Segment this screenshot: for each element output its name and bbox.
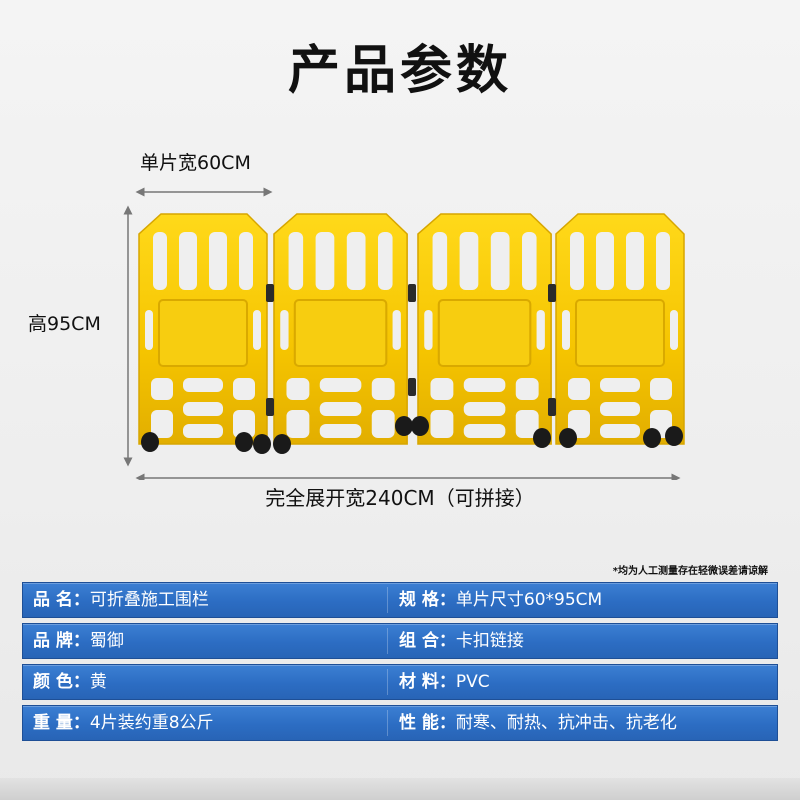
spec-value: 可折叠施工围栏: [89, 590, 209, 610]
spec-value: 4片装约重8公斤: [89, 713, 214, 733]
total-width-dimension-label: 完全展开宽240CM（可拼接）: [265, 486, 535, 510]
spec-key: 重 量：: [33, 713, 90, 733]
spec-key: 品 牌：: [33, 631, 90, 651]
barrier-panel: [555, 213, 685, 445]
spec-value: 单片尺寸60*95CM: [455, 590, 603, 610]
spec-row: 品 牌：蜀御 组 合：卡扣链接: [22, 623, 778, 659]
height-dimension-label: 高95CM: [28, 313, 101, 335]
spec-table: 品 名：可折叠施工围栏 规 格：单片尺寸60*95CM 品 牌：蜀御 组 合：卡…: [22, 582, 778, 746]
spec-key: 材 料：: [399, 672, 456, 692]
spec-row: 颜 色：黄 材 料：PVC: [22, 664, 778, 700]
spec-value: 耐寒、耐热、抗冲击、抗老化: [455, 713, 677, 733]
barrier-panel: [416, 212, 553, 446]
spec-value: PVC: [455, 672, 490, 692]
barrier-panel: [138, 213, 268, 445]
spec-key: 品 名：: [33, 590, 90, 610]
wheels: [141, 416, 683, 454]
spec-row: 品 名：可折叠施工围栏 规 格：单片尺寸60*95CM: [22, 582, 778, 618]
spec-key: 组 合：: [399, 631, 456, 651]
spec-value: 蜀御: [89, 631, 124, 651]
spec-key: 规 格：: [399, 590, 456, 610]
page-title: 产品参数: [287, 41, 512, 101]
bottom-strip: [0, 778, 800, 800]
spec-value: 卡扣链接: [455, 631, 524, 651]
barrier-product-image: [123, 187, 685, 480]
spec-key: 性 能：: [399, 713, 456, 733]
width-dimension-label: 单片宽60CM: [140, 152, 251, 174]
spec-row: 重 量：4片装约重8公斤 性 能：耐寒、耐热、抗冲击、抗老化: [22, 705, 778, 741]
barrier-panel: [272, 212, 409, 446]
spec-key: 颜 色：: [33, 672, 90, 692]
measurement-note: *均为人工测量存在轻微误差请谅解: [612, 566, 768, 577]
hinge-clips: [266, 284, 556, 416]
spec-value: 黄: [89, 672, 107, 692]
